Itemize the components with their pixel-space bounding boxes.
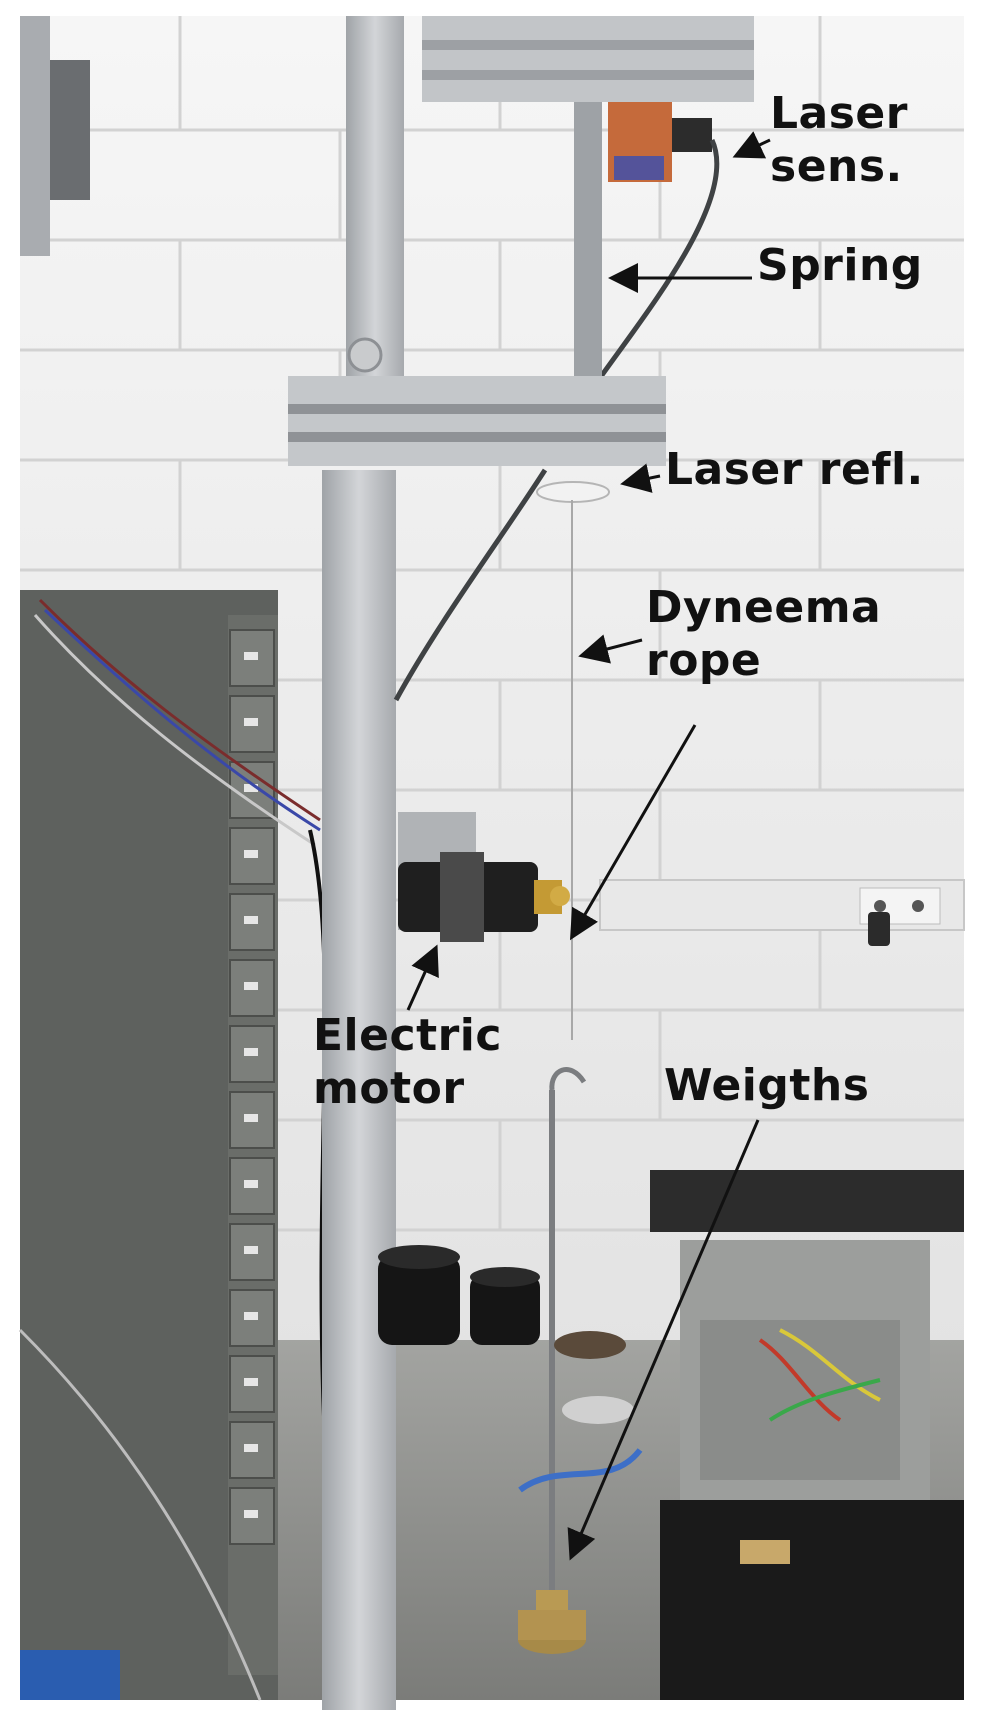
arrow-electric-motor (406, 944, 439, 1011)
label-electric-motor: Electric motor (313, 1010, 502, 1114)
arrow-dyneema (578, 634, 643, 664)
spring-rod (574, 102, 602, 384)
arrow-dyneema-rope-lower (569, 724, 697, 941)
arrow-laser-refl (620, 463, 661, 493)
annotation-arrows (406, 131, 771, 1561)
label-laser-reflector: Laser refl. (665, 444, 924, 495)
control-box (650, 1170, 964, 1700)
weight-hanger (518, 1067, 587, 1654)
weight-plates (378, 1245, 634, 1424)
label-weights: Weigths (664, 1060, 870, 1111)
electric-motor (398, 812, 570, 942)
label-dyneema-rope: Dyneema rope (646, 582, 882, 686)
laser-sensor (608, 102, 712, 182)
laser-reflector-disc (536, 481, 610, 503)
arrow-weights (567, 1119, 760, 1561)
top-crossbeam (422, 16, 754, 102)
label-laser-sensor: Laser sens. (770, 88, 908, 192)
label-spring: Spring (757, 240, 923, 291)
middle-crossbeam (288, 376, 666, 466)
filing-cabinet (20, 590, 278, 1700)
arrow-laser-sensor (732, 131, 771, 159)
left-frame-edge (20, 16, 50, 256)
support-pillar (322, 470, 396, 1710)
